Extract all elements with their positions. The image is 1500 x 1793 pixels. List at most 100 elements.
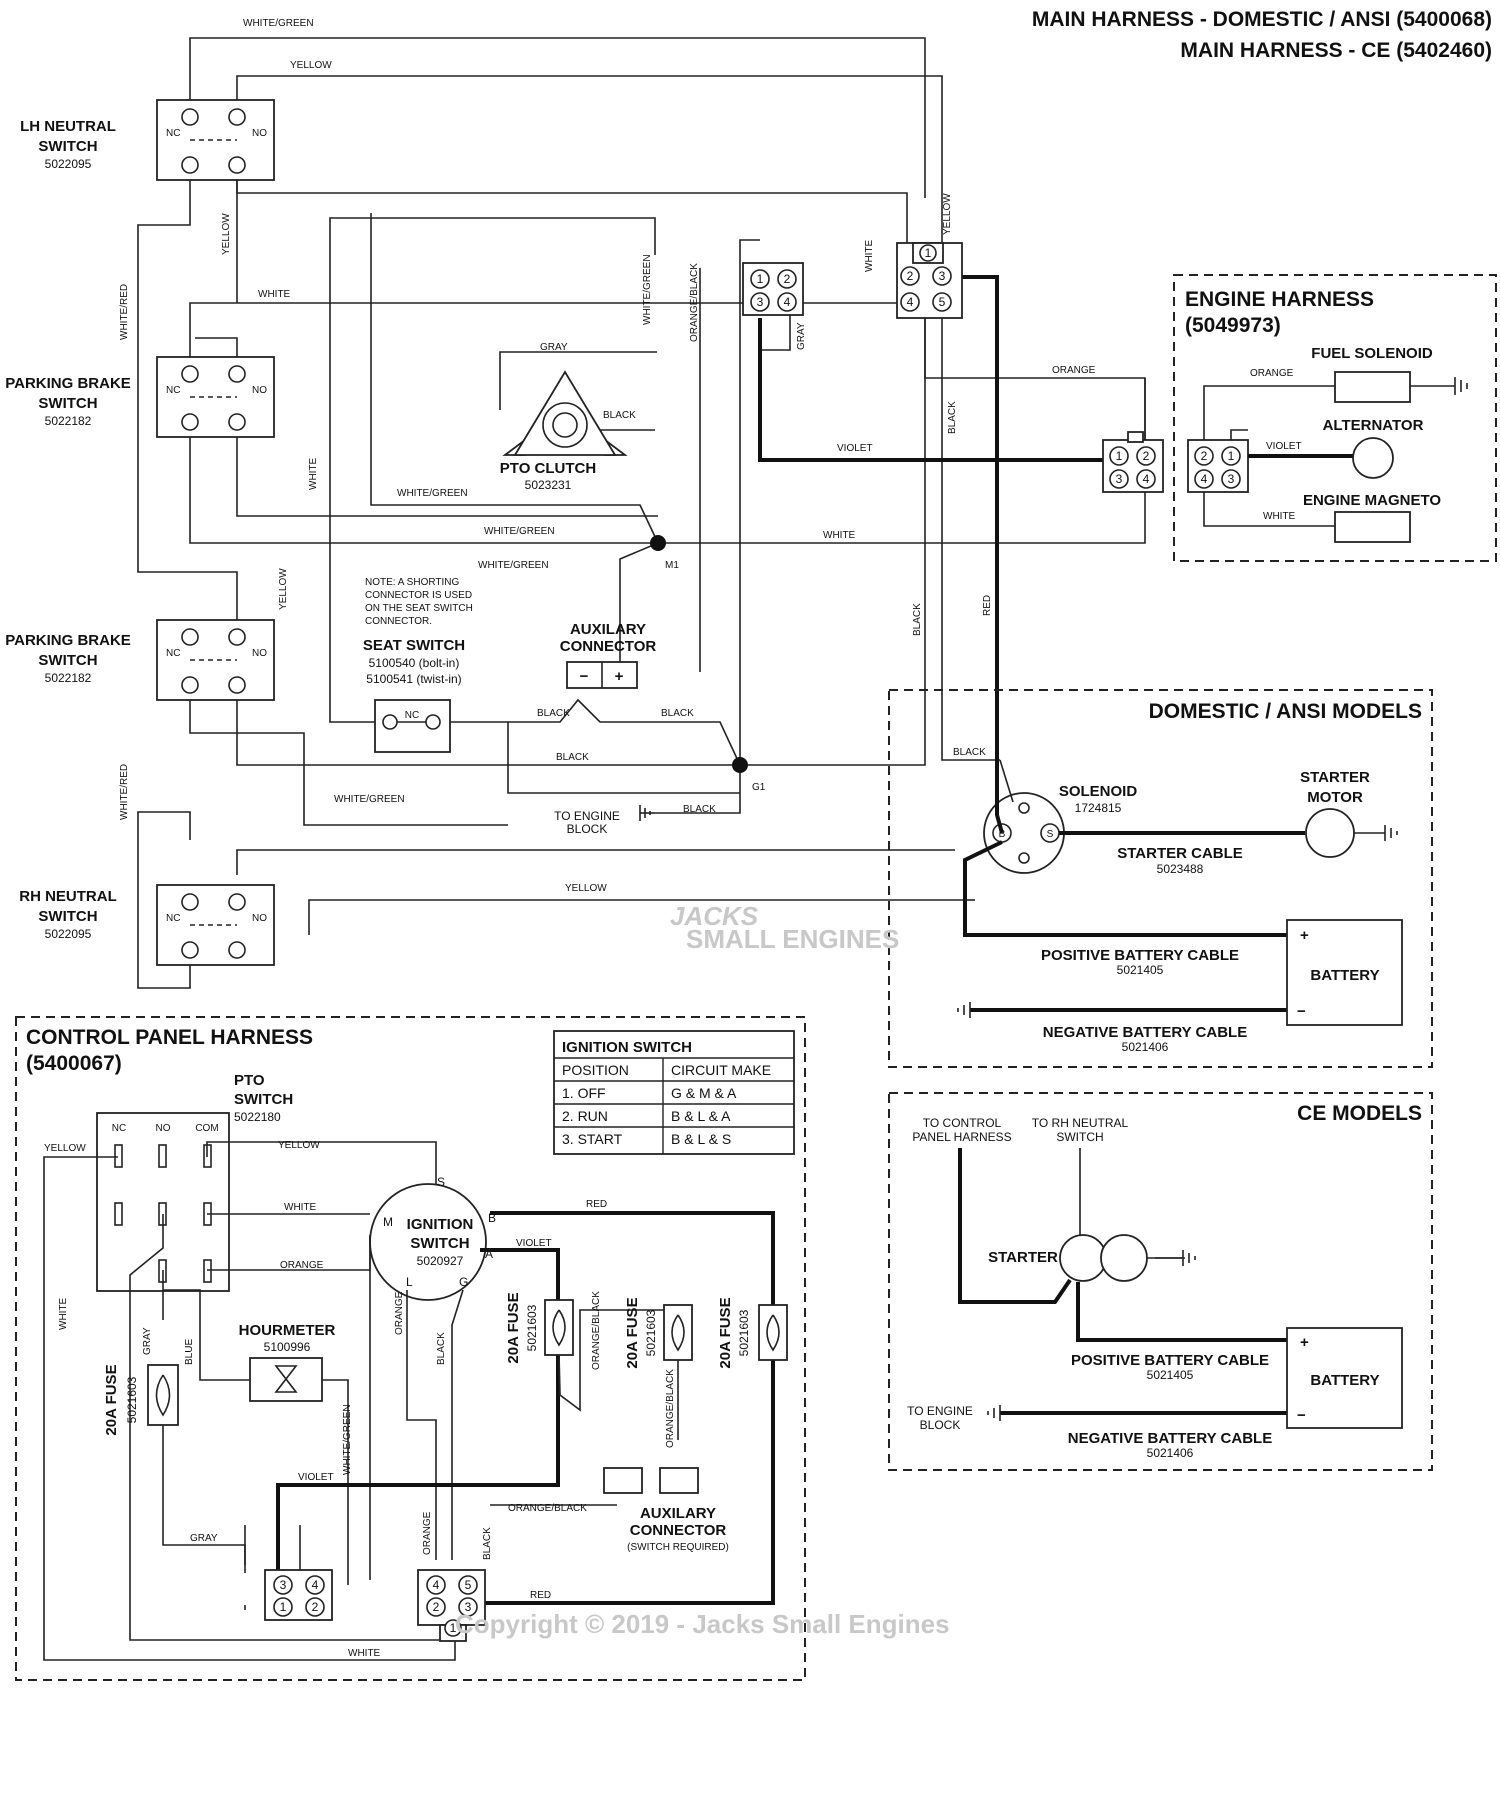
title-line2: MAIN HARNESS - CE (5402460) — [1180, 39, 1492, 62]
control-panel-wires — [43, 1141, 775, 1661]
wl-cp-blue-v: BLUE — [184, 1339, 195, 1365]
ignition-table-r2c1: 2. RUN — [562, 1108, 608, 1124]
control-panel-panel — [15, 1016, 806, 1681]
lh-neutral-name1: LH NEUTRAL — [20, 118, 116, 135]
pb1-no: NO — [252, 385, 267, 396]
wl-white-5pin: WHITE — [864, 239, 875, 272]
seat-note-3: ON THE SEAT SWITCH — [365, 603, 473, 614]
svg-text:1: 1 — [925, 246, 932, 260]
wl-orange-main: ORANGE — [1052, 365, 1096, 376]
fuse-right-part: 5021603 — [737, 1309, 751, 1356]
seat-note-2: CONNECTOR IS USED — [365, 590, 472, 601]
seat-switch-name: SEAT SWITCH — [363, 637, 465, 654]
ce-battery-minus: − — [1297, 1407, 1306, 1424]
rh-neutral-name2: SWITCH — [38, 908, 97, 925]
rh-neutral-part: 5022095 — [45, 927, 92, 941]
engine-block-1: TO ENGINE — [554, 809, 620, 823]
svg-text:1: 1 — [1228, 449, 1235, 463]
watermark-brand: JACKS — [670, 901, 759, 931]
alternator-label: ALTERNATOR — [1323, 417, 1424, 434]
wl-cp-ob-h: ORANGE/BLACK — [508, 1503, 587, 1514]
wl-wg-2: WHITE/GREEN — [484, 526, 555, 537]
svg-text:5: 5 — [939, 295, 946, 309]
solenoid-part: 1724815 — [1075, 801, 1122, 815]
wl-white-pb1: WHITE — [258, 289, 291, 300]
wl-yellow-5pin: YELLOW — [942, 193, 953, 235]
wl-black-3: BLACK — [556, 752, 589, 763]
ce-to-rh1: TO RH NEUTRAL — [1032, 1116, 1129, 1130]
cp-aux-left — [603, 1467, 643, 1494]
seat-switch-part2: 5100541 (twist-in) — [366, 672, 461, 686]
wl-yellow-top: YELLOW — [290, 60, 332, 71]
watermark-copyright: Copyright © 2019 - Jacks Small Engines — [455, 1609, 950, 1639]
cp-aux-note: (SWITCH REQUIRED) — [627, 1542, 729, 1553]
pb2-part: 5022182 — [45, 671, 92, 685]
rh-neutral-name1: RH NEUTRAL — [19, 888, 117, 905]
ignition-table-h2: CIRCUIT MAKE — [671, 1062, 771, 1078]
wl-cp-white-bot: WHITE — [348, 1648, 381, 1659]
wl-cp-violet-top: VIOLET — [516, 1238, 552, 1249]
wl-cp-red-bot: RED — [530, 1590, 551, 1601]
wl-cp-gray-v: GRAY — [142, 1327, 153, 1355]
wl-black-1: BLACK — [537, 708, 570, 719]
svg-text:3: 3 — [465, 1600, 472, 1614]
pb2-name2: SWITCH — [38, 652, 97, 669]
wl-orange-eng: ORANGE — [1250, 368, 1294, 379]
ignition-table — [553, 1030, 795, 1155]
starter-motor-label1: STARTER — [1300, 769, 1370, 786]
g1-node — [732, 757, 748, 773]
ce-to-control1: TO CONTROL — [923, 1116, 1002, 1130]
lh-neutral-name2: SWITCH — [38, 138, 97, 155]
control-panel-title2: (5400067) — [26, 1052, 122, 1075]
fuse-left-part: 5021603 — [125, 1376, 139, 1423]
fuse-mid-2 — [663, 1304, 693, 1361]
ign-m: M — [383, 1215, 393, 1229]
pb1-name2: SWITCH — [38, 395, 97, 412]
wl-cp-ob-v2: ORANGE/BLACK — [665, 1369, 676, 1448]
domestic-title: DOMESTIC / ANSI MODELS — [1149, 700, 1422, 723]
wl-red-main: RED — [982, 595, 993, 616]
control-panel-title1: CONTROL PANEL HARNESS — [26, 1026, 313, 1049]
wl-cp-orange: ORANGE — [280, 1260, 324, 1271]
pb1-name1: PARKING BRAKE — [5, 375, 131, 392]
domestic-battery — [1286, 919, 1403, 1026]
ignition-name1: IGNITION — [407, 1216, 474, 1233]
fuel-solenoid-label: FUEL SOLENOID — [1311, 345, 1433, 362]
domestic-pos-cable: POSITIVE BATTERY CABLE — [1041, 947, 1239, 964]
wl-white-vert: WHITE — [308, 457, 319, 490]
pb2-no: NO — [252, 648, 267, 659]
ce-neg-cable: NEGATIVE BATTERY CABLE — [1068, 1430, 1272, 1447]
seat-note-4: CONNECTOR. — [365, 616, 432, 627]
wl-white-eng: WHITE — [1263, 511, 1296, 522]
starter-motor-label2: MOTOR — [1307, 789, 1363, 806]
wl-yellow-pb2: YELLOW — [278, 568, 289, 610]
svg-text:4: 4 — [312, 1578, 319, 1592]
svg-text:3: 3 — [757, 295, 764, 309]
engine-harness-title2: (5049973) — [1185, 314, 1281, 337]
wl-gray-pto: GRAY — [540, 342, 568, 353]
wl-cp-black-v: BLACK — [436, 1332, 447, 1365]
solenoid-label: SOLENOID — [1059, 783, 1138, 800]
seat-switch: NC — [374, 699, 451, 753]
wl-cp-ob-v1: ORANGE/BLACK — [591, 1291, 602, 1370]
wl-violet-main: VIOLET — [837, 443, 873, 454]
hourglass-icon — [274, 1365, 298, 1393]
pb1-nc: NC — [166, 385, 180, 396]
wl-wg-top: WHITE/GREEN — [243, 18, 314, 29]
aux-connector: − + — [566, 661, 638, 689]
svg-text:3: 3 — [1228, 472, 1235, 486]
lh-neutral-switch: NC NO — [156, 99, 275, 181]
wl-ob-vert: ORANGE/BLACK — [689, 263, 700, 342]
domestic-battery-label: BATTERY — [1310, 967, 1379, 984]
engine-magneto-box — [1334, 511, 1411, 543]
wl-wg-1: WHITE/GREEN — [397, 488, 468, 499]
ce-pos-cable: POSITIVE BATTERY CABLE — [1071, 1352, 1269, 1369]
wl-cp-orange-v: ORANGE — [394, 1291, 405, 1335]
solenoid-b: B — [999, 829, 1006, 840]
seat-switch-part1: 5100540 (bolt-in) — [369, 656, 460, 670]
svg-text:2: 2 — [312, 1600, 319, 1614]
ce-engine-block1: TO ENGINE — [907, 1404, 973, 1418]
